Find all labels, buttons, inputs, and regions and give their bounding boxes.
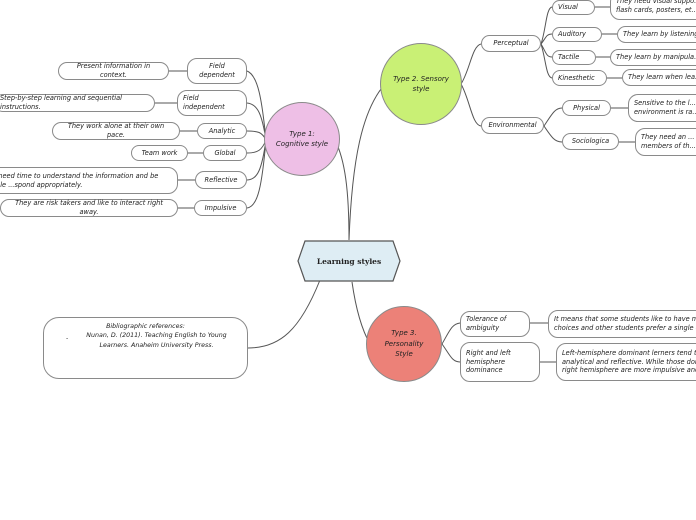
environmental-item-label: Sociologica [571, 137, 610, 146]
type3-item-tolerance[interactable]: Tolerance of ambiguity [460, 311, 530, 337]
perceptual-item-label: Kinesthetic [558, 73, 595, 82]
type1-item-field-independent[interactable]: Field independent [177, 90, 247, 116]
type1-desc-field-dependent[interactable]: Present information in context. [58, 62, 169, 80]
type1-desc-field-independent[interactable]: Step-by-step learning and sequential ins… [0, 94, 155, 112]
perceptual-desc-text: They learn by listening... [623, 30, 696, 39]
bibliographic-reference[interactable]: Bibliographic references: - Nunan, D. (2… [43, 317, 248, 379]
type1-desc-text: They work alone at their own pace. [67, 122, 165, 139]
type3-desc-text: It means that some students like to have… [554, 315, 696, 332]
perceptual-desc-text: They learn when lea... [628, 73, 696, 82]
type2-title: Type 2. Sensory style [393, 74, 449, 94]
perceptual-desc-kinesthetic[interactable]: They learn when lea... [622, 69, 696, 86]
type1-item-analytic[interactable]: Analytic [197, 123, 247, 139]
type2-environmental[interactable]: Environmental [481, 117, 544, 134]
type3-item-hemisphere[interactable]: Right and left hemisphere dominance [460, 342, 540, 382]
type3-item-label: Tolerance of ambiguity [466, 315, 507, 332]
perceptual-desc-tactile[interactable]: They learn by manipula... [610, 49, 696, 66]
reference-bullet: - [66, 335, 69, 342]
type1-item-label: Reflective [204, 175, 238, 184]
type3-node[interactable]: Type 3. Personality Style [366, 306, 442, 382]
environmental-desc-sociological[interactable]: They need an ... members of th... [635, 128, 696, 156]
perceptual-desc-auditory[interactable]: They learn by listening... [617, 26, 696, 43]
type1-item-label: Field independent [183, 94, 225, 111]
perceptual-item-auditory[interactable]: Auditory [552, 27, 602, 42]
perceptual-desc-text: They need visual suppo... flash cards, p… [616, 0, 696, 14]
type3-desc-tolerance[interactable]: It means that some students like to have… [548, 310, 696, 338]
type1-desc-text: They are risk takers and like to interac… [15, 199, 163, 216]
type2-branch-label: Environmental [488, 121, 537, 130]
type1-desc-reflective[interactable]: ...need time to understand the informati… [0, 167, 178, 194]
type1-item-label: Global [214, 148, 236, 157]
type3-title: Type 3. Personality Style [384, 329, 424, 359]
reference-heading: Bibliographic references: [106, 323, 185, 330]
type2-perceptual[interactable]: Perceptual [481, 35, 541, 52]
perceptual-desc-visual[interactable]: They need visual suppo... flash cards, p… [610, 0, 696, 20]
type2-node[interactable]: Type 2. Sensory style [380, 43, 462, 125]
central-topic[interactable]: Learning styles [297, 240, 401, 282]
environmental-desc-physical[interactable]: Sensitive to the l... environment is ra.… [628, 94, 696, 122]
type1-desc-global[interactable]: Team work [131, 145, 188, 161]
type1-desc-text: Team work [141, 148, 178, 157]
central-shape [297, 240, 401, 282]
central-topic-label: Learning styles [316, 256, 382, 266]
type1-title: Type 1: Cognitive style [275, 129, 329, 149]
type2-branch-label: Perceptual [493, 39, 529, 48]
perceptual-item-label: Auditory [558, 30, 586, 39]
reference-text: Nunan, D. (2011). Teaching English to Yo… [86, 332, 227, 349]
perceptual-item-tactile[interactable]: Tactile [552, 50, 596, 65]
perceptual-item-label: Visual [558, 3, 578, 12]
type1-desc-text: Present information in context. [76, 62, 151, 79]
environmental-desc-text: They need an ... members of th... [641, 133, 696, 150]
perceptual-item-kinesthetic[interactable]: Kinesthetic [552, 70, 607, 86]
perceptual-desc-text: They learn by manipula... [616, 53, 696, 62]
type1-desc-analytic[interactable]: They work alone at their own pace. [52, 122, 180, 140]
type1-desc-text: Step-by-step learning and sequential ins… [0, 94, 122, 111]
type3-desc-hemisphere[interactable]: Left-hemisphere dominant lerners tend to… [556, 343, 696, 381]
type1-item-reflective[interactable]: Reflective [195, 171, 247, 189]
type1-node[interactable]: Type 1: Cognitive style [264, 102, 340, 176]
type1-item-label: Analytic [208, 126, 236, 135]
type1-item-label: Impulsive [204, 203, 237, 212]
type3-desc-text: Left-hemisphere dominant lerners tend to… [562, 348, 696, 375]
type1-desc-text: ...need time to understand the informati… [0, 171, 159, 189]
environmental-item-label: Physical [573, 103, 600, 112]
perceptual-item-visual[interactable]: Visual [552, 0, 595, 15]
environmental-desc-text: Sensitive to the l... environment is ra.… [634, 99, 696, 116]
type1-desc-impulsive[interactable]: They are risk takers and like to interac… [0, 199, 178, 217]
type1-item-impulsive[interactable]: Impulsive [194, 200, 247, 216]
type3-item-label: Right and left hemisphere dominance [466, 348, 511, 375]
type1-item-label: Field dependent [199, 62, 235, 79]
type1-item-global[interactable]: Global [203, 145, 247, 161]
perceptual-item-label: Tactile [558, 53, 580, 62]
environmental-item-sociological[interactable]: Sociologica [562, 133, 619, 150]
type1-item-field-dependent[interactable]: Field dependent [187, 58, 247, 84]
environmental-item-physical[interactable]: Physical [562, 100, 611, 116]
